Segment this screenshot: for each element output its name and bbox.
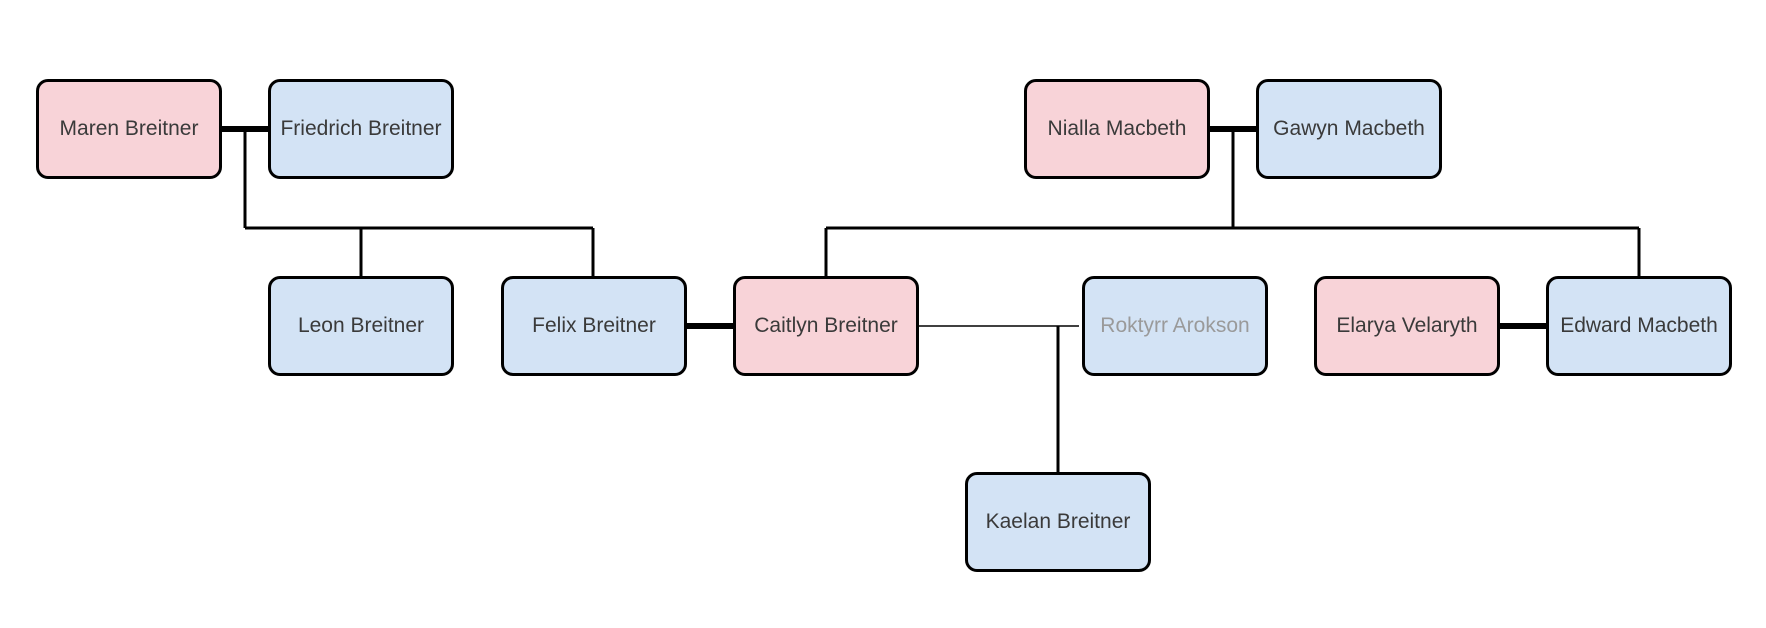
person-name: Maren Breitner [59,117,199,140]
person-friedrich-breitner[interactable]: Friedrich Breitner [268,79,454,179]
person-name: Elarya Velaryth [1336,314,1478,337]
person-roktyrr-arokson[interactable]: Roktyrr Arokson [1082,276,1268,376]
person-felix-breitner[interactable]: Felix Breitner [501,276,687,376]
person-name: Nialla Macbeth [1047,117,1187,140]
person-name: Edward Macbeth [1560,314,1718,337]
person-name: Kaelan Breitner [985,510,1131,533]
person-kaelan-breitner[interactable]: Kaelan Breitner [965,472,1151,572]
person-leon-breitner[interactable]: Leon Breitner [268,276,454,376]
person-elarya-velaryth[interactable]: Elarya Velaryth [1314,276,1500,376]
person-edward-macbeth[interactable]: Edward Macbeth [1546,276,1732,376]
person-gawyn-macbeth[interactable]: Gawyn Macbeth [1256,79,1442,179]
person-name: Roktyrr Arokson [1100,314,1250,337]
person-name: Felix Breitner [532,314,656,337]
person-caitlyn-breitner[interactable]: Caitlyn Breitner [733,276,919,376]
person-name: Caitlyn Breitner [754,314,898,337]
person-nialla-macbeth[interactable]: Nialla Macbeth [1024,79,1210,179]
person-name: Leon Breitner [297,314,425,337]
person-maren-breitner[interactable]: Maren Breitner [36,79,222,179]
person-name: Gawyn Macbeth [1273,117,1425,140]
person-name: Friedrich Breitner [280,117,442,140]
